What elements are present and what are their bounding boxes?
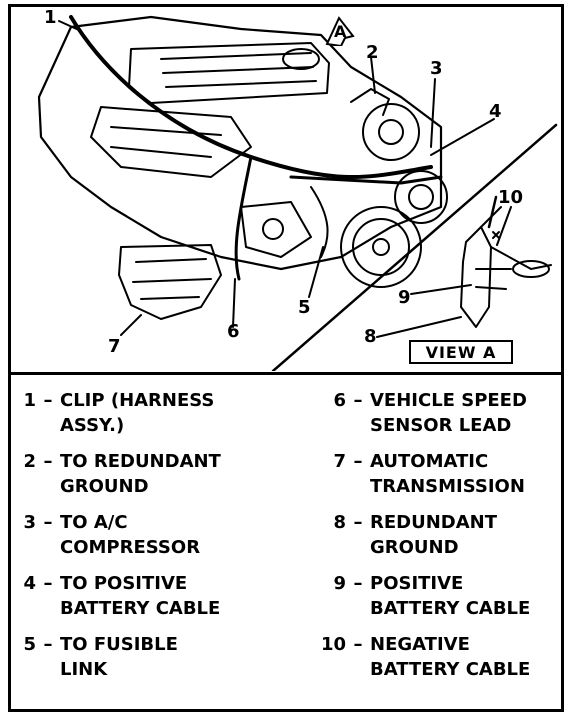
view-a-arrow: A	[325, 16, 355, 48]
legend-number: 8	[333, 512, 346, 533]
callout-3: 3	[430, 58, 443, 79]
callout-7: 7	[108, 336, 121, 357]
legend-item: 8–REDUNDANT GROUND	[318, 510, 558, 560]
legend-number: 5	[23, 634, 36, 655]
legend-text: AUTOMATIC TRANSMISSION	[370, 451, 525, 497]
legend-right-column: 6–VEHICLE SPEED SENSOR LEAD 7–AUTOMATIC …	[318, 388, 558, 693]
legend-number: 7	[333, 451, 346, 472]
legend-text: NEGATIVE BATTERY CABLE	[370, 634, 531, 680]
legend-left-column: 1–CLIP (HARNESS ASSY.) 2–TO REDUNDANT GR…	[22, 388, 302, 693]
callout-2: 2	[366, 42, 379, 63]
legend-item: 4–TO POSITIVE BATTERY CABLE	[23, 573, 221, 619]
legend-item: 6–VEHICLE SPEED SENSOR LEAD	[318, 388, 558, 438]
legend-text: TO FUSIBLE LINK	[60, 634, 178, 680]
legend-divider	[8, 372, 564, 375]
legend-number: 2	[23, 451, 36, 472]
legend-text: CLIP (HARNESS ASSY.)	[60, 390, 215, 436]
callout-10: 10	[498, 187, 524, 208]
legend-text: VEHICLE SPEED SENSOR LEAD	[370, 390, 527, 436]
callout-1: 1	[44, 7, 57, 28]
legend-item: 1–CLIP (HARNESS ASSY.)	[23, 390, 215, 436]
legend-text: REDUNDANT GROUND	[370, 512, 497, 558]
legend-item: 9–POSITIVE BATTERY CABLE	[318, 571, 558, 621]
legend-text: TO A/C COMPRESSOR	[60, 512, 201, 558]
legend-number: 1	[23, 390, 36, 411]
legend-number: 4	[23, 573, 36, 594]
legend-number: 3	[23, 512, 36, 533]
view-a-arrow-letter: A	[334, 22, 347, 41]
engine-harness-drawing	[37, 15, 558, 371]
legend-item: 2–TO REDUNDANT GROUND	[23, 451, 221, 497]
callout-8: 8	[364, 326, 377, 347]
legend-item: 5–TO FUSIBLE LINK	[23, 634, 178, 680]
diagram-frame	[8, 4, 564, 712]
legend-text: TO POSITIVE BATTERY CABLE	[60, 573, 221, 619]
callout-4: 4	[489, 101, 502, 122]
view-a-label: VIEW A	[409, 340, 513, 364]
legend-text: POSITIVE BATTERY CABLE	[370, 573, 531, 619]
callout-6: 6	[227, 321, 240, 342]
legend-number: 6	[333, 390, 346, 411]
legend-number: 10	[320, 634, 346, 655]
callout-5: 5	[298, 297, 311, 318]
callout-9: 9	[398, 287, 411, 308]
legend-item: 3–TO A/C COMPRESSOR	[23, 512, 201, 558]
legend-text: TO REDUNDANT GROUND	[60, 451, 221, 497]
legend-item: 7–AUTOMATIC TRANSMISSION	[318, 449, 558, 499]
legend-item: 10–NEGATIVE BATTERY CABLE	[318, 632, 558, 682]
legend-number: 9	[333, 573, 346, 594]
